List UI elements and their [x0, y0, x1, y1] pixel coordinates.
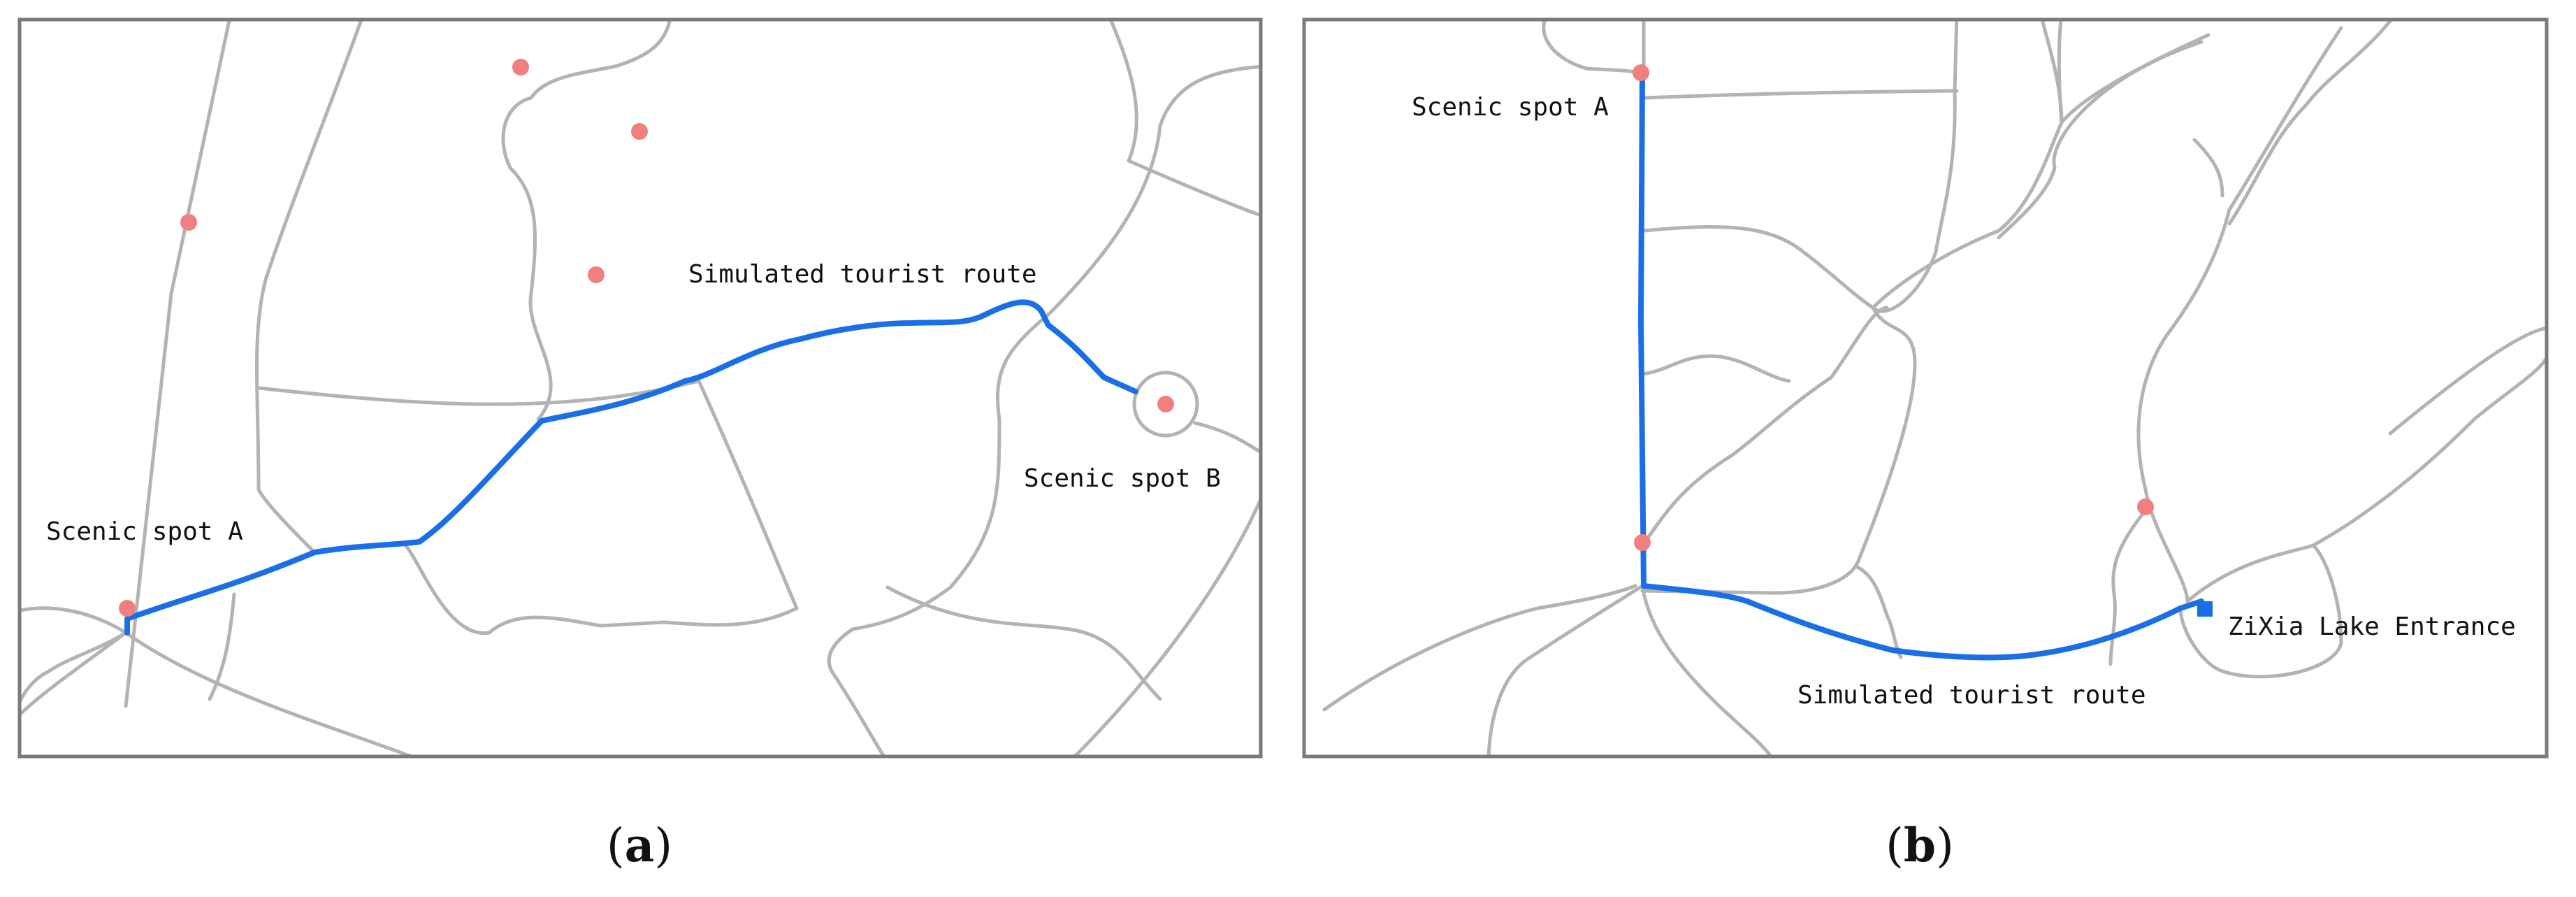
- caption-a: (a): [607, 818, 672, 873]
- road-network-b: [1322, 20, 2547, 756]
- road: [1640, 584, 1774, 756]
- road: [2057, 20, 2064, 124]
- caption-b: (b): [1886, 818, 1954, 873]
- zixia-lake-entrance-marker: [2197, 601, 2213, 617]
- road-network-a: [20, 20, 1261, 756]
- road: [1109, 20, 1261, 217]
- label-simulated-route: Simulated tourist route: [1797, 681, 2146, 710]
- label-simulated-route: Simulated tourist route: [688, 260, 1037, 289]
- road: [1642, 224, 1875, 310]
- poi-dot: [180, 214, 197, 231]
- poi-dot: [631, 123, 648, 140]
- poi-dot: [512, 59, 529, 76]
- road: [1640, 306, 1889, 547]
- road: [1542, 20, 1646, 76]
- poi-dot: [2137, 498, 2154, 515]
- map-panel-b: Scenic spot A ZiXia Lake Entrance Simula…: [1302, 17, 2549, 759]
- road: [2136, 26, 2343, 603]
- label-scenic-spot-a: Scenic spot A: [1412, 93, 1609, 122]
- road: [1072, 494, 1261, 756]
- simulated-route-b: [1638, 73, 2204, 661]
- road: [20, 606, 128, 706]
- road: [2388, 326, 2546, 436]
- label-zixia-lake-entrance: ZiXia Lake Entrance: [2228, 612, 2516, 641]
- panel-frame-b: [1302, 17, 2549, 759]
- road: [1046, 64, 1261, 317]
- scenic-spot-a-marker: [1633, 64, 1649, 81]
- road: [256, 379, 701, 406]
- road: [124, 631, 417, 756]
- road: [1640, 354, 1791, 383]
- road: [1322, 584, 1637, 712]
- poi-dot: [1634, 534, 1651, 551]
- label-scenic-spot-a: Scenic spot A: [46, 517, 243, 546]
- panel-frame-a: [17, 17, 1263, 759]
- road: [1997, 40, 2204, 240]
- road: [1486, 584, 1644, 756]
- road: [20, 631, 128, 717]
- road: [124, 20, 231, 708]
- road: [2311, 354, 2547, 547]
- road: [403, 379, 799, 635]
- road: [1193, 421, 1261, 454]
- road: [827, 313, 1050, 673]
- road: [830, 669, 886, 756]
- road: [2108, 508, 2148, 666]
- road: [208, 592, 236, 701]
- road: [1871, 20, 1959, 313]
- road: [2040, 20, 2210, 124]
- label-scenic-spot-b: Scenic spot B: [1024, 464, 1221, 493]
- road: [501, 20, 672, 422]
- road: [2178, 543, 2343, 679]
- poi-dot: [588, 266, 605, 283]
- scenic-spot-b-marker: [1157, 396, 1174, 412]
- simulated-route-a: [124, 299, 1138, 636]
- road: [1642, 89, 1959, 100]
- road: [1640, 306, 1917, 595]
- road: [2192, 138, 2224, 198]
- road: [1871, 120, 2064, 310]
- roundabout-road: [1132, 371, 1199, 438]
- scenic-spot-a-marker: [119, 600, 136, 617]
- map-panel-a: Scenic spot A Scenic spot B Simulated to…: [17, 17, 1263, 759]
- road: [1853, 564, 1903, 659]
- road: [885, 585, 1162, 701]
- road: [2227, 20, 2392, 226]
- road: [255, 20, 363, 554]
